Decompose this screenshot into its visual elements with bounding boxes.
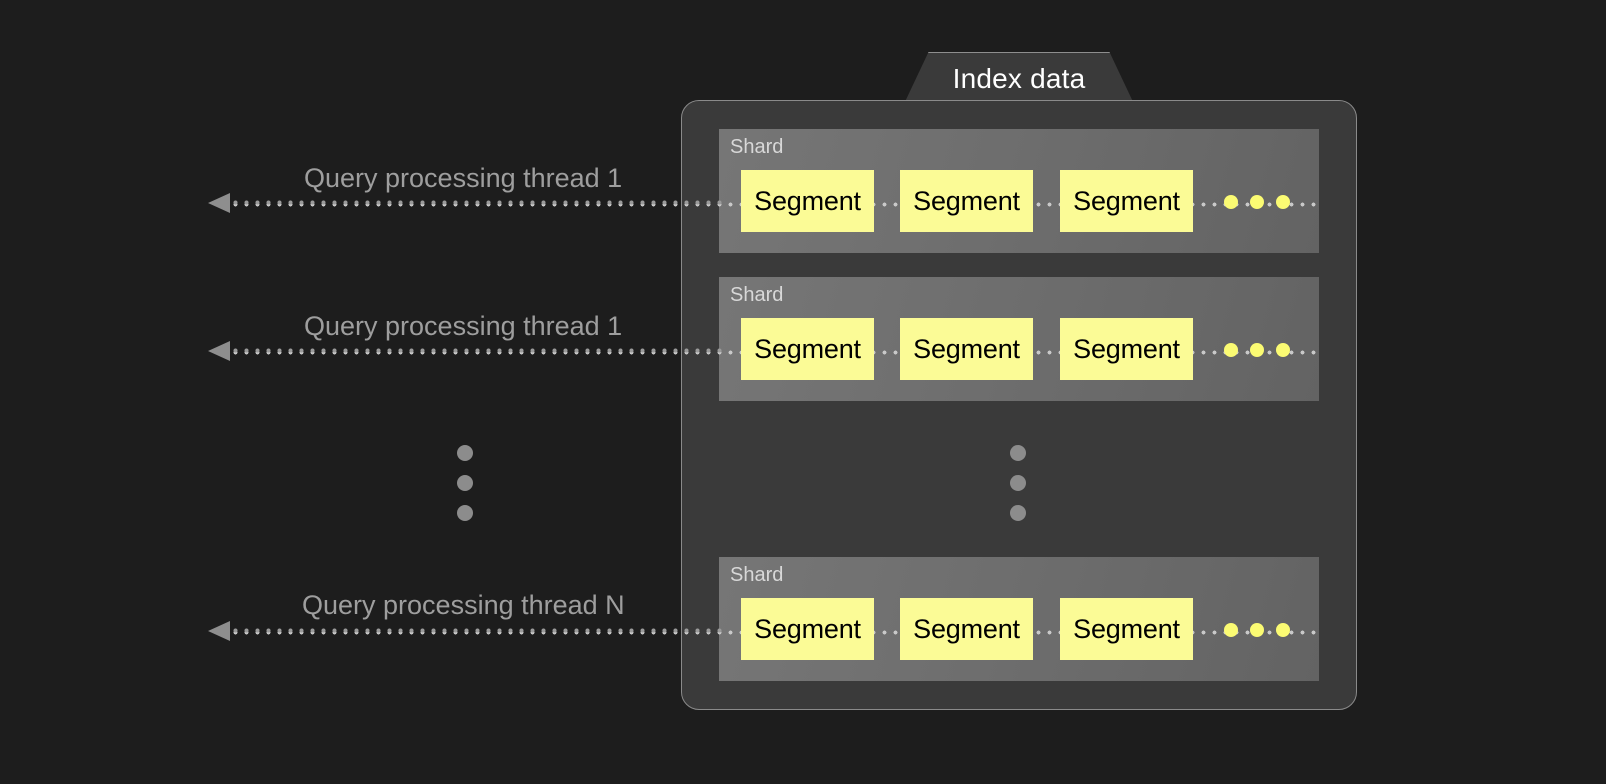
more-shards-ellipsis-icon	[1010, 445, 1026, 521]
shard-box-1[interactable]: Shard Segment Segment Segment	[219, 129, 1319, 253]
more-segments-ellipsis-icon	[1224, 623, 1294, 641]
shard-label: Shard	[730, 564, 784, 586]
shard-label: Shard	[730, 136, 784, 158]
arrow-head-icon	[208, 341, 230, 361]
segment-box[interactable]: Segment	[1060, 598, 1193, 660]
segment-box[interactable]: Segment	[900, 598, 1033, 660]
segment-box[interactable]: Segment	[741, 598, 874, 660]
query-thread-label-1: Query processing thread 1	[304, 163, 623, 193]
shard-label: Shard	[730, 284, 784, 306]
segment-box[interactable]: Segment	[900, 170, 1033, 232]
query-thread-label-2: Query processing thread 1	[304, 311, 623, 341]
more-segments-ellipsis-icon	[1224, 195, 1294, 213]
query-thread-label-3: Query processing thread N	[302, 590, 625, 620]
arrow-dotted-line	[230, 200, 728, 205]
arrow-head-icon	[208, 193, 230, 213]
more-segments-ellipsis-icon	[1224, 343, 1294, 361]
query-thread-arrow-1	[208, 193, 728, 213]
segment-box[interactable]: Segment	[741, 318, 874, 380]
segment-box[interactable]: Segment	[900, 318, 1033, 380]
more-threads-ellipsis-icon	[457, 445, 473, 521]
shard-box-3[interactable]: Shard Segment Segment Segment	[219, 557, 1319, 681]
query-thread-arrow-3	[208, 621, 728, 641]
arrow-dotted-line	[230, 628, 728, 633]
arrow-dotted-line	[230, 348, 728, 353]
query-thread-arrow-2	[208, 341, 728, 361]
index-data-tab-shape	[903, 52, 1135, 106]
shard-box-2[interactable]: Shard Segment Segment Segment	[219, 277, 1319, 401]
segment-box[interactable]: Segment	[1060, 170, 1193, 232]
arrow-head-icon	[208, 621, 230, 641]
segment-box[interactable]: Segment	[741, 170, 874, 232]
segment-box[interactable]: Segment	[1060, 318, 1193, 380]
